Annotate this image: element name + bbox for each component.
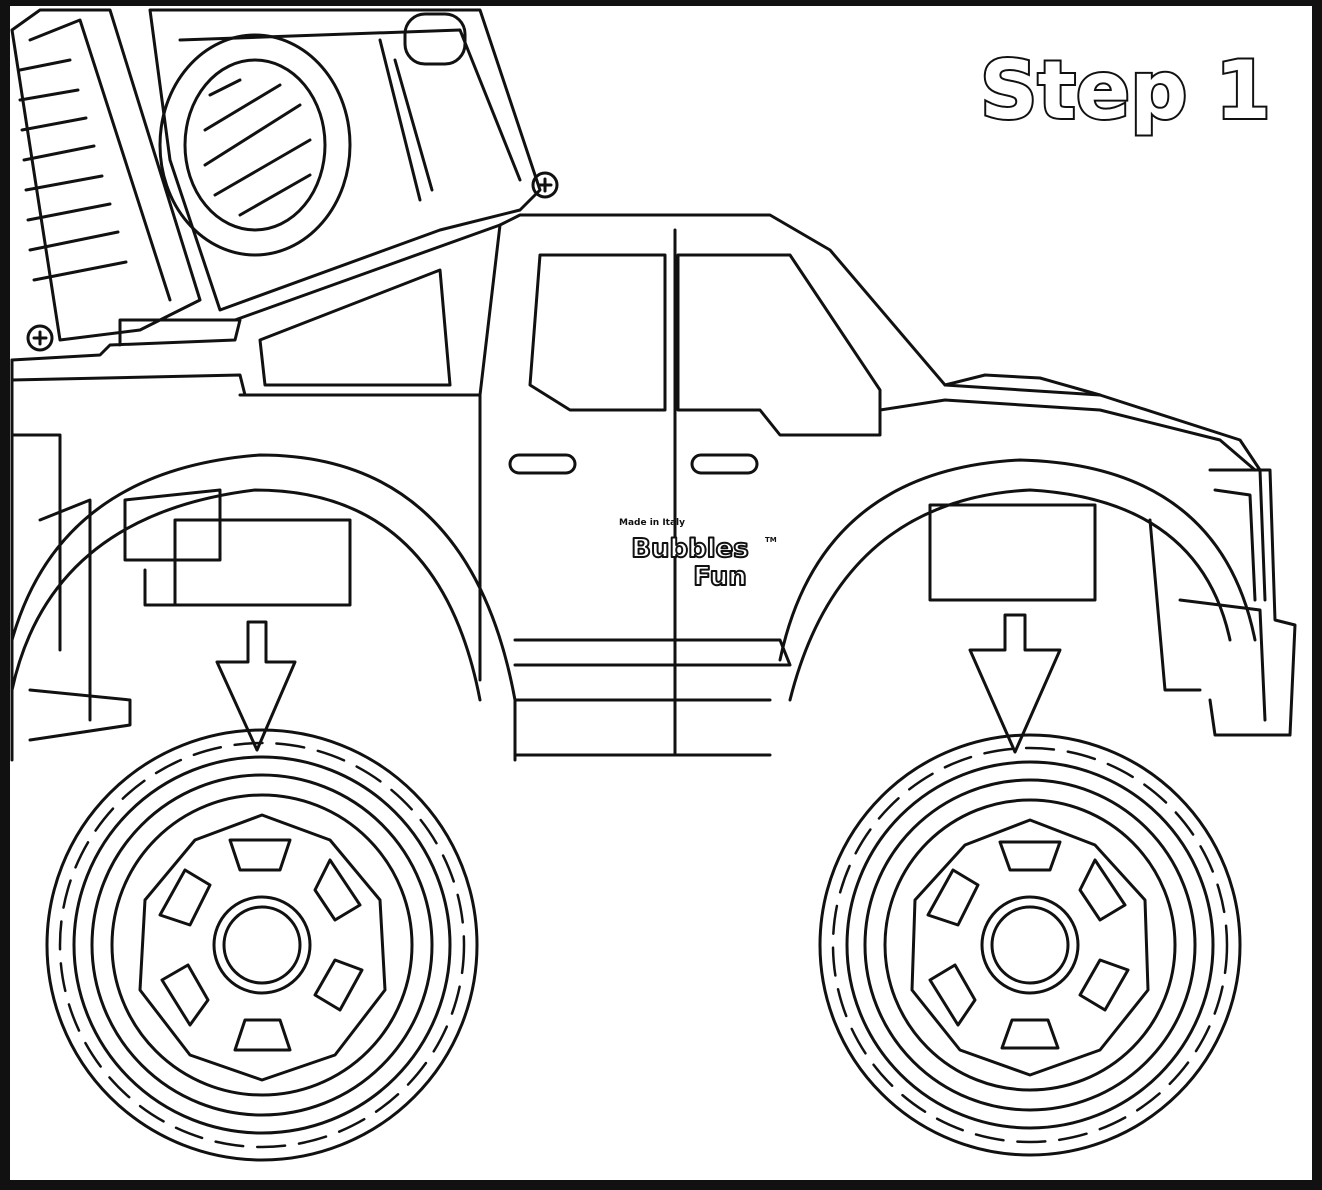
- door-handle: [690, 453, 759, 475]
- rim-windows: [158, 838, 364, 1052]
- svg-text:Made in Italy: Made in Italy: [619, 518, 685, 528]
- crane-ribs: [18, 58, 128, 282]
- screw-icon: [26, 324, 54, 352]
- front-fender: [778, 458, 1257, 702]
- svg-text:TM: TM: [765, 536, 777, 544]
- rear-fender: [10, 453, 517, 762]
- door-handle: [508, 453, 577, 475]
- screw-icon: [531, 171, 559, 199]
- svg-text:Fun: Fun: [693, 562, 747, 592]
- brand-logo: Made in Italy Bubbles Fun TM: [619, 518, 777, 593]
- down-arrow-icon: [968, 613, 1062, 754]
- wheel-icon: [45, 728, 479, 1162]
- svg-text:Bubbles: Bubbles: [631, 534, 749, 564]
- rim-windows: [926, 840, 1130, 1050]
- down-arrow-icon: [215, 620, 297, 752]
- speaker-grille: [158, 33, 352, 257]
- truck-body: [10, 213, 1297, 762]
- rear-crane: [10, 8, 542, 342]
- tire-tread: [831, 746, 1229, 1144]
- step-title: Step 1: [980, 42, 1273, 138]
- tire-tread: [58, 741, 466, 1149]
- step-label: Step 1: [980, 44, 1271, 137]
- wheel-icon: [818, 733, 1242, 1157]
